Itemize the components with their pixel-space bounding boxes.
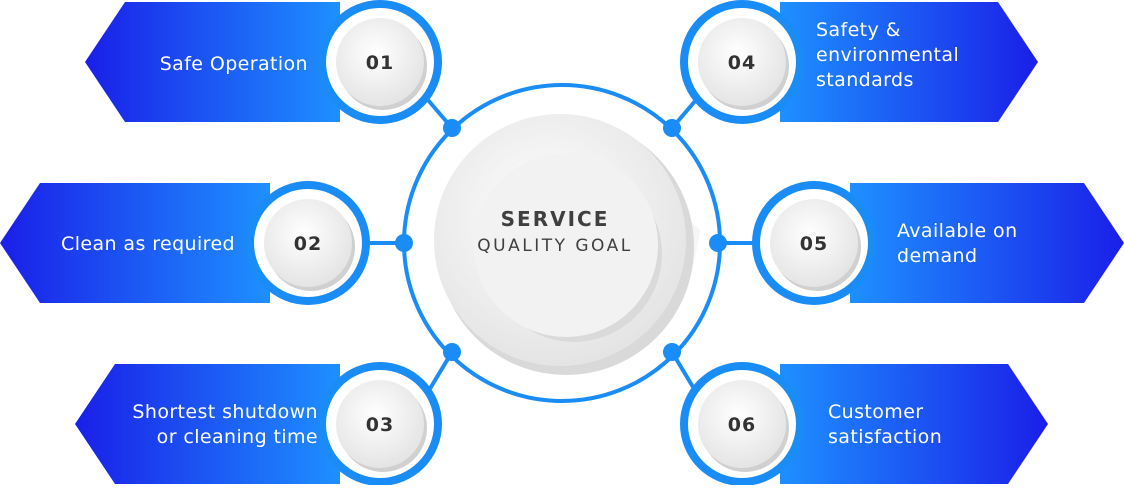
item-label-04: Safety & environmental standards	[816, 18, 1016, 93]
center-disc-inner	[474, 153, 658, 337]
item-label-05-line2: demand	[897, 245, 978, 267]
badge-disc-1	[336, 18, 424, 106]
connector-dot-6	[663, 343, 681, 361]
item-label-06: Customer satisfaction	[828, 400, 1008, 450]
item-label-04-line3: standards	[816, 69, 914, 91]
item-label-04-line1: Safety &	[816, 19, 901, 41]
item-label-06-line1: Customer	[828, 401, 924, 423]
center-title-line1: SERVICE	[500, 207, 610, 231]
banner-3	[75, 364, 340, 484]
item-label-03-line2: or cleaning time	[156, 426, 318, 448]
item-label-05-line1: Available on	[897, 220, 1018, 242]
center-title: SERVICE QUALITY GOAL	[450, 205, 660, 259]
connector-dot-5	[709, 234, 727, 252]
badge-disc-5	[770, 199, 858, 287]
item-label-05: Available on demand	[897, 219, 1077, 269]
badge-number-5: 05	[800, 233, 828, 255]
badge-disc-6	[698, 380, 786, 468]
badge-number-3: 03	[366, 414, 394, 436]
connector-dot-4	[663, 119, 681, 137]
banner-1	[85, 2, 340, 122]
item-label-01: Safe Operation	[80, 52, 308, 77]
banner-2	[0, 183, 270, 303]
banner-5	[850, 183, 1124, 303]
connector-dot-2	[395, 234, 413, 252]
center-hub	[402, 83, 722, 403]
item-label-01-line1: Safe Operation	[159, 53, 308, 75]
connector-dot-3	[443, 343, 461, 361]
item-label-02: Clean as required	[10, 232, 235, 257]
banner-4	[780, 2, 1038, 122]
badge-number-1: 01	[366, 52, 394, 74]
connector-dot-1	[443, 119, 461, 137]
item-label-06-line2: satisfaction	[828, 426, 943, 448]
badges-layer: 01 02 03 04 05 06	[246, 0, 876, 486]
item-label-03-line1: Shortest shutdown	[132, 401, 318, 423]
item-label-03: Shortest shutdown or cleaning time	[80, 400, 318, 450]
item-label-02-line1: Clean as required	[61, 233, 235, 255]
banner-6	[780, 364, 1048, 484]
badge-disc-4	[698, 18, 786, 106]
badge-disc-2	[264, 199, 352, 287]
connectors-layer	[370, 98, 754, 394]
item-label-04-line2: environmental	[816, 44, 960, 66]
badge-number-2: 02	[294, 233, 322, 255]
badge-disc-3	[336, 380, 424, 468]
badge-number-4: 04	[728, 52, 756, 74]
badge-number-6: 06	[728, 414, 756, 436]
center-title-line2: QUALITY GOAL	[477, 236, 633, 256]
